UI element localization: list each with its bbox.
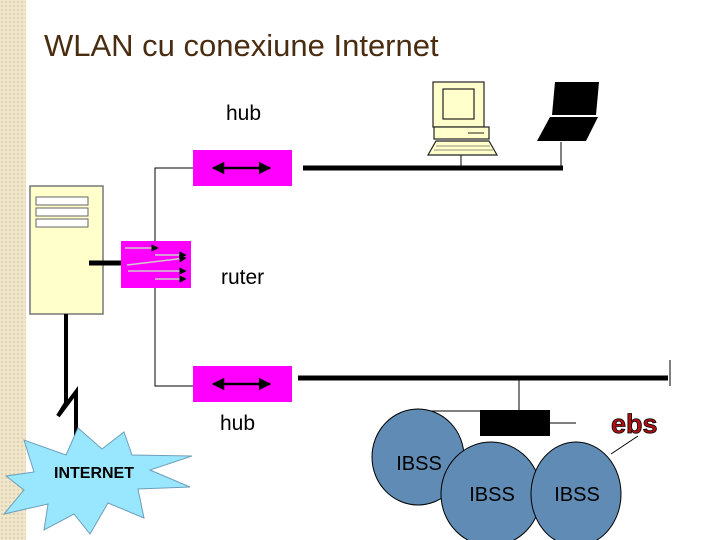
laptop-computer bbox=[537, 82, 599, 141]
slide-title: WLAN cu conexiune Internet bbox=[44, 28, 439, 63]
internet-cloud-burst bbox=[2, 427, 193, 535]
ibss-cell-3 bbox=[530, 441, 622, 540]
ibss-label-2: IBSS bbox=[469, 484, 515, 506]
access-point-device bbox=[418, 380, 576, 436]
hub-top-device bbox=[193, 150, 292, 186]
hub-bottom-device bbox=[193, 366, 292, 402]
ebs-pointer-line bbox=[610, 435, 639, 455]
decorative-left-band bbox=[0, 0, 26, 540]
hub-top-to-router-link bbox=[121, 167, 193, 251]
ibss-label-1: IBSS bbox=[396, 453, 442, 475]
router-device bbox=[121, 241, 191, 288]
router-to-hub-bottom-link bbox=[154, 250, 193, 387]
router-label: ruter bbox=[221, 266, 265, 289]
desktop-computer bbox=[426, 81, 499, 156]
hub-top-label: hub bbox=[226, 102, 262, 125]
ibss-label-3: IBSS bbox=[554, 484, 600, 506]
internet-label: INTERNET bbox=[54, 465, 134, 482]
server-tower bbox=[29, 185, 121, 315]
server-to-internet-link bbox=[56, 314, 78, 440]
hub-bottom-label: hub bbox=[220, 412, 256, 435]
ebs-label: ebs bbox=[611, 409, 658, 439]
